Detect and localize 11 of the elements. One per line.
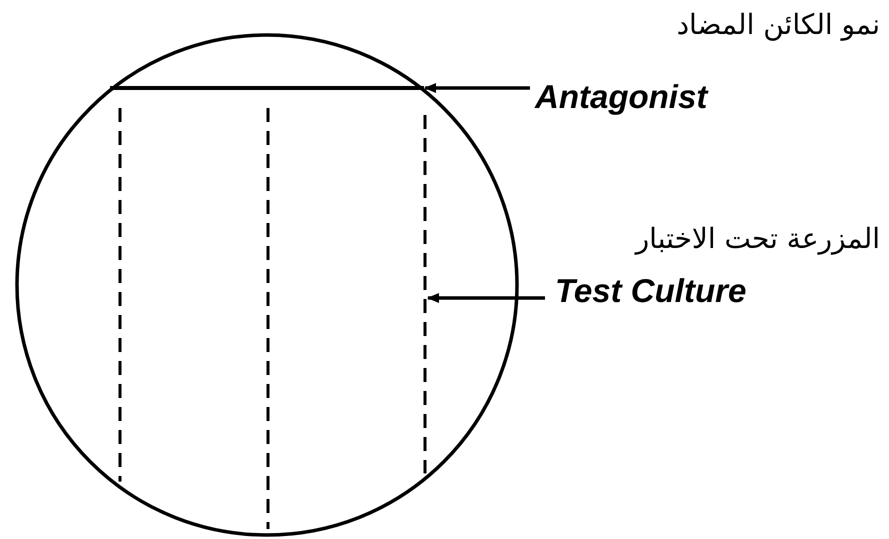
arabic-label: نمو الكائن المضاد (676, 8, 880, 41)
leader-arrow (427, 293, 545, 303)
dashed-streak (266, 108, 270, 529)
english-label: Test Culture (555, 272, 746, 310)
dashed-streak (423, 115, 427, 474)
dashed-streak (118, 108, 122, 482)
antagonist-streak (110, 86, 424, 90)
arabic-label: المزرعة تحت الاختبار (636, 222, 880, 255)
petri-dish (15, 33, 519, 537)
leader-arrow (424, 83, 530, 93)
english-label: Antagonist (535, 78, 708, 116)
